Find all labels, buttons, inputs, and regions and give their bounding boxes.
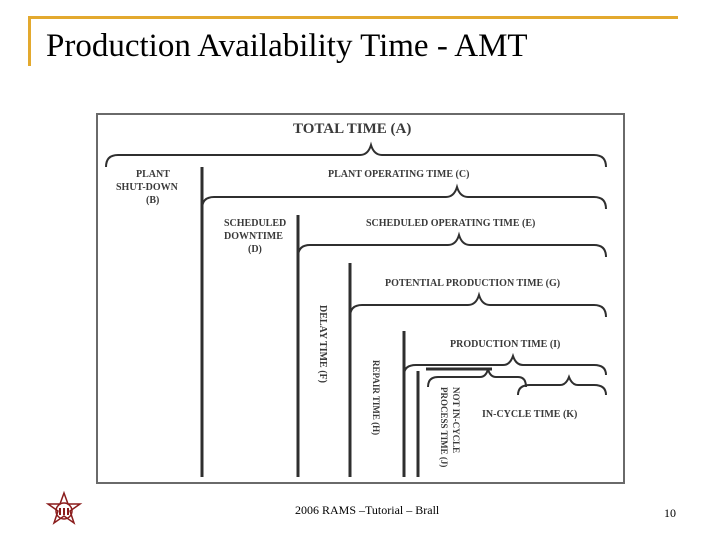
- not-in-cycle-brace: [427, 368, 527, 388]
- scheduled-downtime-label-2: DOWNTIME: [224, 231, 283, 242]
- scheduled-operating-time-label: SCHEDULED OPERATING TIME (E): [366, 218, 535, 229]
- total-time-label: TOTAL TIME (A): [293, 121, 411, 137]
- in-cycle-time-label: IN-CYCLE TIME (K): [482, 409, 577, 420]
- plant-operating-brace: [201, 183, 607, 210]
- plant-operating-time-label: PLANT OPERATING TIME (C): [328, 169, 469, 180]
- plant-shutdown-label-1: PLANT: [136, 169, 170, 180]
- page-number: 10: [664, 506, 676, 520]
- delay-time-label: DELAY TIME (F): [317, 305, 328, 383]
- plant-shutdown-label-3: (B): [146, 195, 159, 206]
- rams-logo: [45, 490, 83, 525]
- repair-time-label: REPAIR TIME (H): [371, 360, 381, 435]
- production-brace: [403, 352, 607, 376]
- scheduled-operating-brace: [297, 231, 607, 258]
- plant-shutdown-label-2: SHUT-DOWN: [116, 182, 179, 193]
- time-breakdown-diagram: TOTAL TIME (A) PLANT SHUT-DOWN (B) PLANT…: [96, 113, 625, 484]
- title-frame-left: [28, 16, 31, 66]
- production-time-label: PRODUCTION TIME (I): [450, 339, 560, 350]
- scheduled-downtime-label-3: (D): [248, 244, 262, 255]
- not-in-cycle-label-1: NOT IN-CYCLE: [451, 387, 461, 453]
- title-frame-top: [28, 16, 678, 19]
- footer-text: 2006 RAMS –Tutorial – Brall: [295, 503, 440, 517]
- potential-production-time-label: POTENTIAL PRODUCTION TIME (G): [385, 278, 560, 289]
- total-time-brace: [105, 141, 607, 168]
- slide-title: Production Availability Time - AMT: [46, 28, 528, 64]
- scheduled-downtime-label-1: SCHEDULED: [224, 218, 286, 229]
- not-in-cycle-label-2: PROCESS TIME (J): [439, 387, 449, 467]
- potential-production-brace: [349, 291, 607, 318]
- in-cycle-brace: [517, 374, 607, 396]
